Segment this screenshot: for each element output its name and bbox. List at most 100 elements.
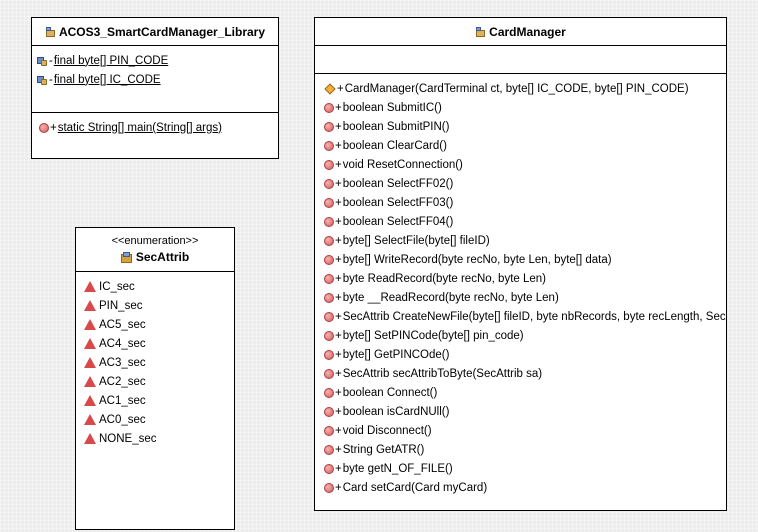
method-text: boolean isCardNUll() (342, 405, 450, 418)
method-row[interactable]: +byte ReadRecord(byte recNo, byte Len) (324, 269, 726, 288)
enum-literal-row[interactable]: AC2_sec (84, 372, 234, 391)
enum-literal-text: AC5_sec (99, 318, 146, 331)
field-icon (37, 56, 48, 66)
library-fields-section: - final byte[] PIN_CODE - final byte[] I… (32, 46, 278, 113)
method-icon (324, 482, 334, 493)
method-row[interactable]: +byte[] SetPINCode(byte[] pin_code) (324, 326, 726, 345)
visibility-marker: + (335, 367, 342, 380)
method-row[interactable]: +byte[] GetPINCOde() (324, 345, 726, 364)
method-row[interactable]: +String GetATR() (324, 440, 726, 459)
method-icon (324, 254, 334, 265)
enum-literal-row[interactable]: IC_sec (84, 277, 234, 296)
method-row[interactable]: +boolean SubmitIC() (324, 98, 726, 117)
method-icon (324, 349, 334, 360)
visibility-marker: + (335, 310, 342, 323)
literal-icon (84, 281, 96, 292)
method-icon (324, 197, 334, 208)
enum-literal-text: PIN_sec (99, 299, 143, 312)
visibility-marker: + (335, 120, 342, 133)
enum-name: SecAttrib (135, 250, 190, 264)
method-row[interactable]: +void Disconnect() (324, 421, 726, 440)
method-text: byte[] WriteRecord(byte recNo, byte Len,… (342, 253, 612, 266)
visibility-marker: + (335, 348, 342, 361)
enum-literal-row[interactable]: AC0_sec (84, 410, 234, 429)
method-row[interactable]: +SecAttrib secAttribToByte(SecAttrib sa) (324, 364, 726, 383)
method-row[interactable]: +boolean isCardNUll() (324, 402, 726, 421)
method-text: String GetATR() (342, 443, 425, 456)
enum-literal-row[interactable]: AC1_sec (84, 391, 234, 410)
visibility-marker: + (337, 82, 344, 95)
method-row[interactable]: +byte __ReadRecord(byte recNo, byte Len) (324, 288, 726, 307)
method-row[interactable]: +boolean SelectFF04() (324, 212, 726, 231)
visibility-marker: + (335, 101, 342, 114)
field-row[interactable]: - final byte[] IC_CODE (37, 70, 278, 89)
method-icon (324, 273, 334, 284)
field-text: final byte[] IC_CODE (53, 73, 161, 86)
visibility-marker: + (335, 405, 342, 418)
card-manager-name: CardManager (489, 24, 566, 39)
method-icon (324, 140, 334, 151)
method-row[interactable]: +byte[] SelectFile(byte[] fileID) (324, 231, 726, 250)
method-row[interactable]: +byte[] WriteRecord(byte recNo, byte Len… (324, 250, 726, 269)
enum-literal-row[interactable]: AC4_sec (84, 334, 234, 353)
method-icon (324, 406, 334, 417)
visibility-marker: + (335, 158, 342, 171)
field-text: final byte[] PIN_CODE (53, 54, 169, 67)
card-manager-class-box[interactable]: CardManager + CardManager(CardTerminal c… (314, 17, 727, 511)
literal-icon (84, 395, 96, 406)
method-row[interactable]: +boolean ClearCard() (324, 136, 726, 155)
method-text: byte[] SelectFile(byte[] fileID) (342, 234, 490, 247)
method-row[interactable]: +void ResetConnection() (324, 155, 726, 174)
method-icon (324, 159, 334, 170)
method-text: boolean SelectFF04() (342, 215, 454, 228)
method-row[interactable]: +boolean SelectFF02() (324, 174, 726, 193)
enum-literal-text: AC3_sec (99, 356, 146, 369)
method-row[interactable]: +byte getN_OF_FILE() (324, 459, 726, 478)
method-text: byte __ReadRecord(byte recNo, byte Len) (342, 291, 559, 304)
method-row[interactable]: +boolean Connect() (324, 383, 726, 402)
method-icon (324, 444, 334, 455)
library-class-name: ACOS3_SmartCardManager_Library (58, 24, 266, 39)
method-row[interactable]: +SecAttrib CreateNewFile(byte[] fileID, … (324, 307, 726, 326)
enum-title: SecAttrib (76, 250, 234, 264)
visibility-marker: + (335, 462, 342, 475)
literal-icon (84, 338, 96, 349)
visibility-marker: + (335, 272, 342, 285)
method-text: boolean SubmitIC() (342, 101, 442, 114)
enum-header: <<enumeration>> SecAttrib (76, 228, 234, 272)
library-methods-section: + static String[] main(String[] args) (32, 113, 278, 137)
visibility-marker: + (335, 234, 342, 247)
class-icon (475, 26, 486, 37)
method-row[interactable]: + static String[] main(String[] args) (39, 118, 278, 137)
method-text: byte[] GetPINCOde() (342, 348, 450, 361)
enum-literal-row[interactable]: AC5_sec (84, 315, 234, 334)
enum-literal-text: NONE_sec (99, 432, 157, 445)
method-icon (324, 216, 334, 227)
method-row[interactable]: +boolean SelectFF03() (324, 193, 726, 212)
literal-icon (84, 300, 96, 311)
visibility-marker: + (335, 177, 342, 190)
visibility-marker: + (335, 443, 342, 456)
method-row[interactable]: +Card setCard(Card myCard) (324, 478, 726, 497)
visibility-marker: + (335, 329, 342, 342)
method-text: boolean SelectFF02() (342, 177, 454, 190)
method-text: byte[] SetPINCode(byte[] pin_code) (342, 329, 524, 342)
method-text: boolean Connect() (342, 386, 438, 399)
method-text: static String[] main(String[] args) (57, 121, 222, 134)
enum-literal-row[interactable]: NONE_sec (84, 429, 234, 448)
field-row[interactable]: - final byte[] PIN_CODE (37, 51, 278, 70)
method-text: boolean SelectFF03() (342, 196, 454, 209)
method-icon (39, 122, 49, 133)
enum-literal-row[interactable]: AC3_sec (84, 353, 234, 372)
method-text: void ResetConnection() (342, 158, 463, 171)
enum-icon (120, 251, 133, 263)
library-class-box[interactable]: ACOS3_SmartCardManager_Library - final b… (31, 17, 279, 159)
method-row[interactable]: +boolean SubmitPIN() (324, 117, 726, 136)
method-text: void Disconnect() (342, 424, 432, 437)
method-icon (324, 425, 334, 436)
constructor-row[interactable]: + CardManager(CardTerminal ct, byte[] IC… (324, 79, 726, 98)
method-text: Card setCard(Card myCard) (342, 481, 488, 494)
enum-literal-row[interactable]: PIN_sec (84, 296, 234, 315)
constructor-text: CardManager(CardTerminal ct, byte[] IC_C… (344, 82, 689, 95)
